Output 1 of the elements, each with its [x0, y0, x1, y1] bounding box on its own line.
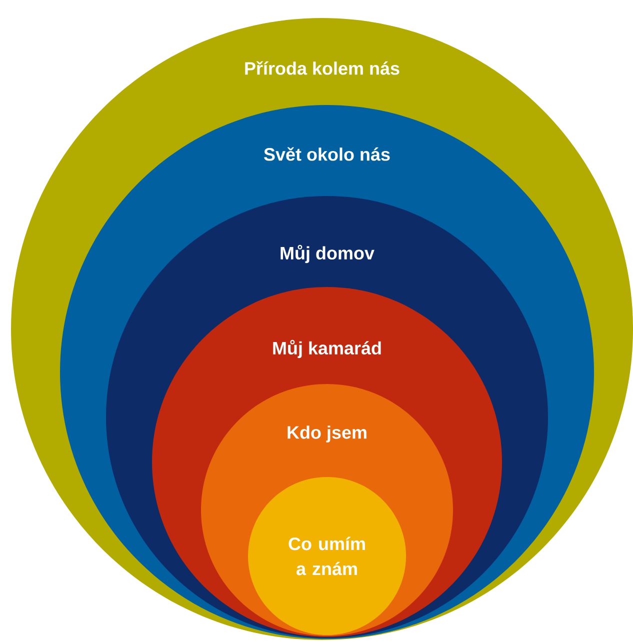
circle-band: Co umím a znám: [248, 477, 406, 635]
